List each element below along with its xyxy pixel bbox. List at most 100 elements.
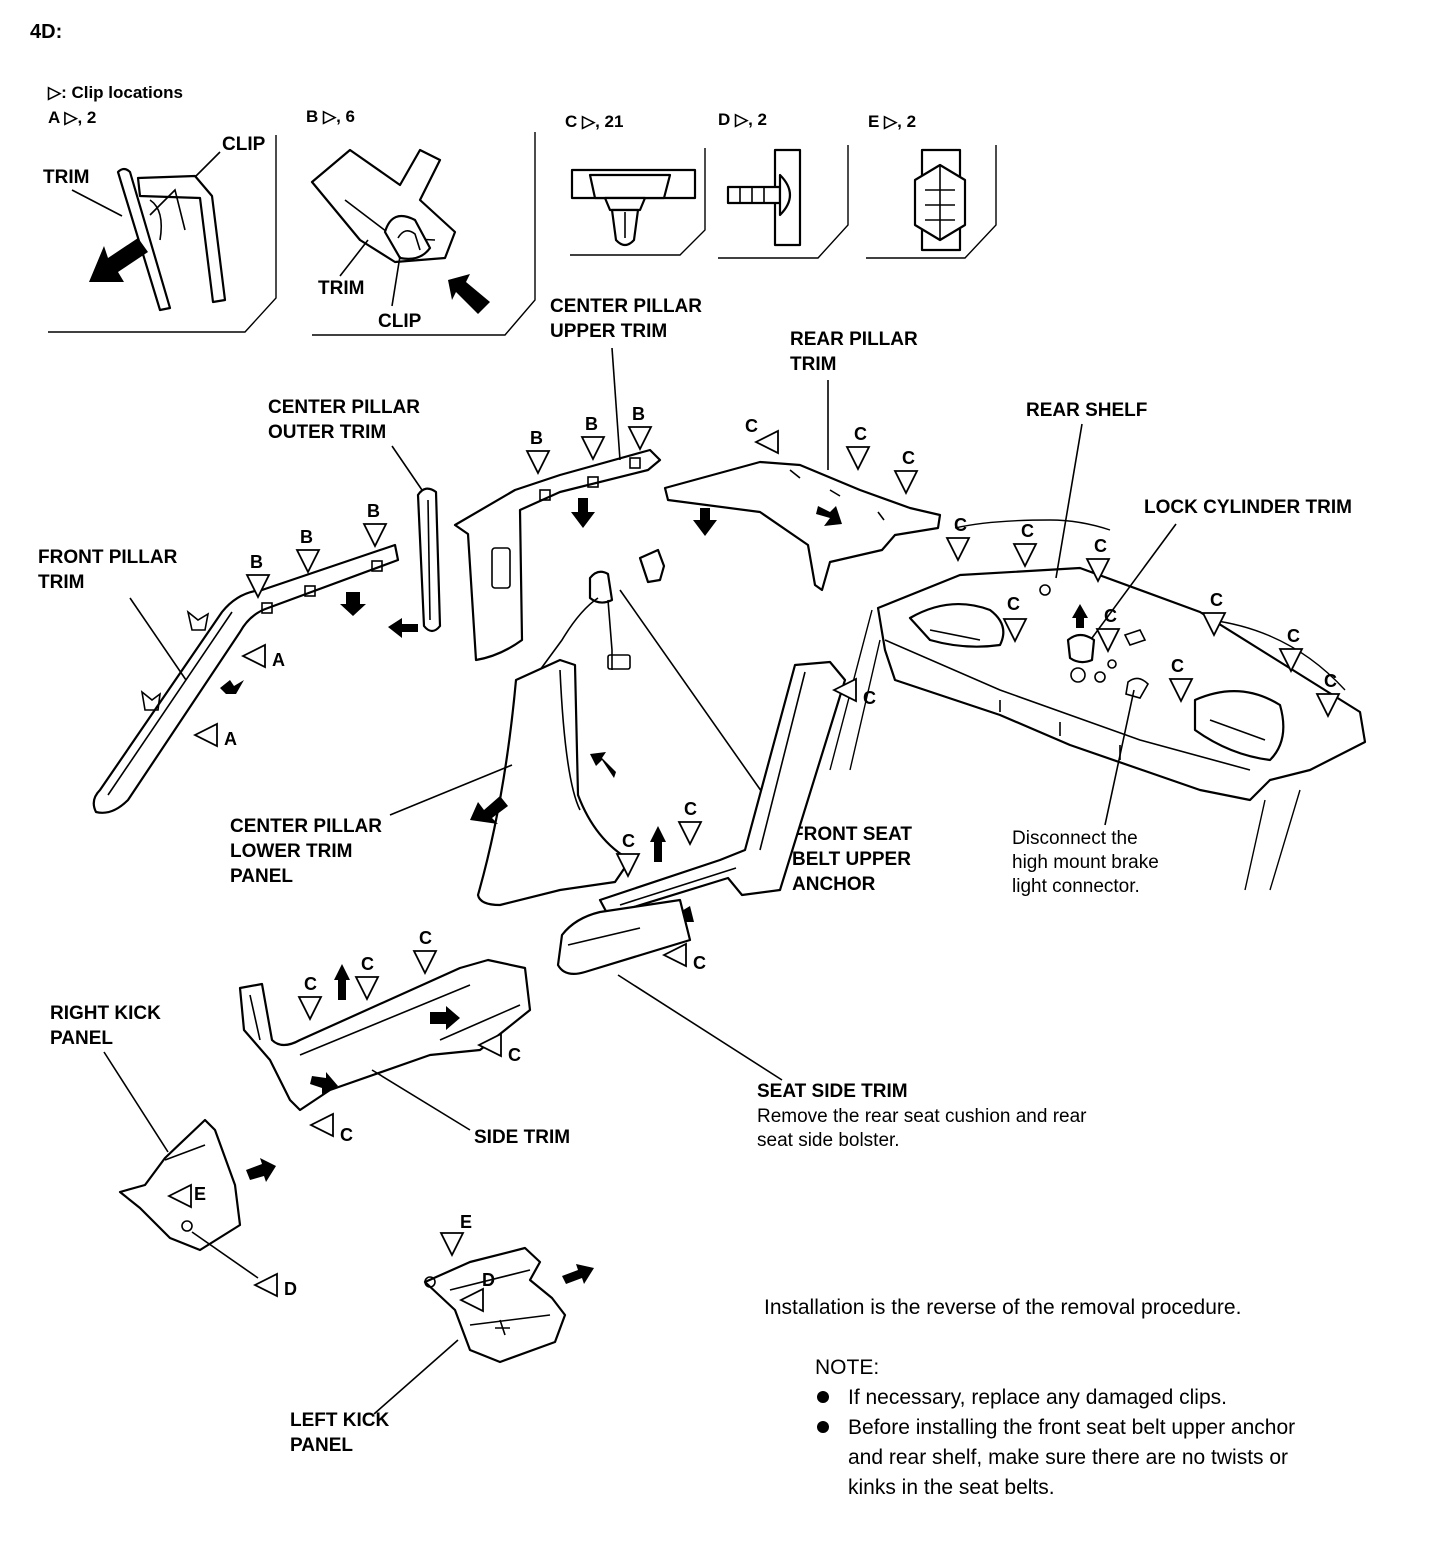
clip-marker-b [295,549,321,575]
clip-letter-c: C [1021,521,1034,541]
clip-letter-e: E [194,1184,206,1204]
center-pillar-lower-trim-label: CENTER PILLAR LOWER TRIM PANEL [230,816,382,887]
center-pillar-upper-trim-leader [611,347,621,461]
svg-text:OUTER TRIM: OUTER TRIM [268,422,386,443]
clip-marker-c [1095,628,1121,654]
clip-marker-c [476,1032,502,1058]
clip-marker-c [354,976,380,1002]
note-bullet [817,1421,829,1433]
brake-light-leader [1104,689,1135,826]
clip-letter-c: C [1007,594,1020,614]
right-kick-panel-part [118,1118,276,1252]
clip-letter-c: C [622,831,635,851]
clip-marker-a [192,722,218,748]
clip-letter-c: C [684,799,697,819]
center-pillar-outer-trim-part [388,487,442,638]
center-pillar-upper-trim-part [453,448,662,662]
clip-letter-c: C [1324,671,1337,691]
clip-marker-b [627,426,653,452]
clip-marker-b [245,574,271,600]
clip-letter-a: A [272,650,285,670]
clip-marker-c [845,446,871,472]
clip-marker-c [677,821,703,847]
svg-text:PANEL: PANEL [50,1028,113,1049]
installation-text: Installation is the reverse of the remov… [764,1296,1241,1319]
clip-marker-c [297,996,323,1022]
clip-marker-e [166,1183,192,1209]
clip-letter-c: C [1104,606,1117,626]
clip-marker-c [412,950,438,976]
svg-text:LOWER TRIM: LOWER TRIM [230,841,352,862]
rear-shelf-leader [1055,423,1083,579]
clip-legend: ▷: Clip locations [47,83,183,102]
clip-letter-e: E [460,1212,472,1232]
svg-text:REAR PILLAR: REAR PILLAR [790,329,918,350]
rear-pillar-trim-label: REAR PILLAR TRIM [790,329,918,375]
clip-type-e-label: E ▷, 2 [868,112,916,131]
detail-e-drawing [866,145,997,259]
clip-marker-c [1012,543,1038,569]
clip-marker-c [1201,612,1227,638]
note-item-2: Before installing the front seat belt up… [817,1416,1295,1499]
center-pillar-lower-trim-part [470,658,632,907]
clip-marker-a [240,643,266,669]
side-trim-label: SIDE TRIM [474,1127,570,1148]
seat-side-trim-label: SEAT SIDE TRIM Remove the rear seat cush… [757,1081,1087,1151]
svg-text:CENTER PILLAR: CENTER PILLAR [550,296,702,317]
clip-marker-c [308,1112,334,1138]
clip-marker-c [893,470,919,496]
svg-text:PANEL: PANEL [290,1435,353,1456]
svg-text:seat side bolster.: seat side bolster. [757,1130,900,1151]
clip-letter-b: B [530,428,543,448]
clip-marker-c [753,429,779,455]
svg-text:If necessary, replace any dama: If necessary, replace any damaged clips. [848,1386,1227,1409]
clip-marker-c [1002,618,1028,644]
clip-letter-c: C [340,1125,353,1145]
right-kick-clip-d-leader [191,1231,259,1279]
clip-type-a-label: A ▷, 2 [48,108,96,127]
seat-side-trim-leader [617,974,783,1081]
clip-marker-c [1168,678,1194,704]
clip-marker-c [1085,558,1111,584]
svg-text:UPPER TRIM: UPPER TRIM [550,321,667,342]
svg-text:high mount brake: high mount brake [1012,852,1159,873]
front-pillar-trim-part [92,543,400,814]
front-seat-belt-anchor-part [539,548,666,671]
clip-letter-c: C [863,688,876,708]
clip-letter-c: C [693,953,706,973]
svg-text:RIGHT KICK: RIGHT KICK [50,1003,161,1024]
clip-letter-b: B [585,414,598,434]
clip-letter-b: B [632,404,645,424]
note-title: NOTE: [815,1356,879,1379]
clip-letter-c: C [745,416,758,436]
clip-marker-b [525,450,551,476]
clip-marker-c [831,677,857,703]
svg-text:light connector.: light connector. [1012,876,1140,897]
right-kick-panel-label: RIGHT KICK PANEL [50,1003,161,1049]
detail-a-clip-label: CLIP [222,134,266,155]
svg-text:FRONT PILLAR: FRONT PILLAR [38,547,178,568]
left-kick-panel-part [423,1246,594,1364]
svg-text:CENTER PILLAR: CENTER PILLAR [230,816,382,837]
clip-letter-d: D [482,1270,495,1290]
lock-cylinder-trim-part [1066,604,1096,664]
left-kick-panel-label: LEFT KICK PANEL [290,1410,389,1456]
clip-letter-c: C [1210,590,1223,610]
clip-letter-b: B [250,552,263,572]
page-heading: 4D: [30,21,62,43]
clip-marker-b [362,523,388,549]
brake-light-note: Disconnect the high mount brake light co… [1012,828,1159,897]
svg-text:TRIM: TRIM [790,354,836,375]
clip-letter-d: D [284,1279,297,1299]
svg-text:CENTER PILLAR: CENTER PILLAR [268,397,420,418]
detail-a-trim-label: TRIM [43,167,89,188]
center-pillar-outer-trim-leader [391,445,423,491]
detail-b-clip-label: CLIP [378,311,422,332]
clip-type-b-label: B ▷, 6 [306,107,355,126]
center-pillar-lower-trim-leader [389,764,513,816]
clip-marker-e [439,1232,465,1258]
clip-marker-c [1278,648,1304,674]
svg-text:Remove the rear seat cushion a: Remove the rear seat cushion and rear [757,1106,1087,1127]
